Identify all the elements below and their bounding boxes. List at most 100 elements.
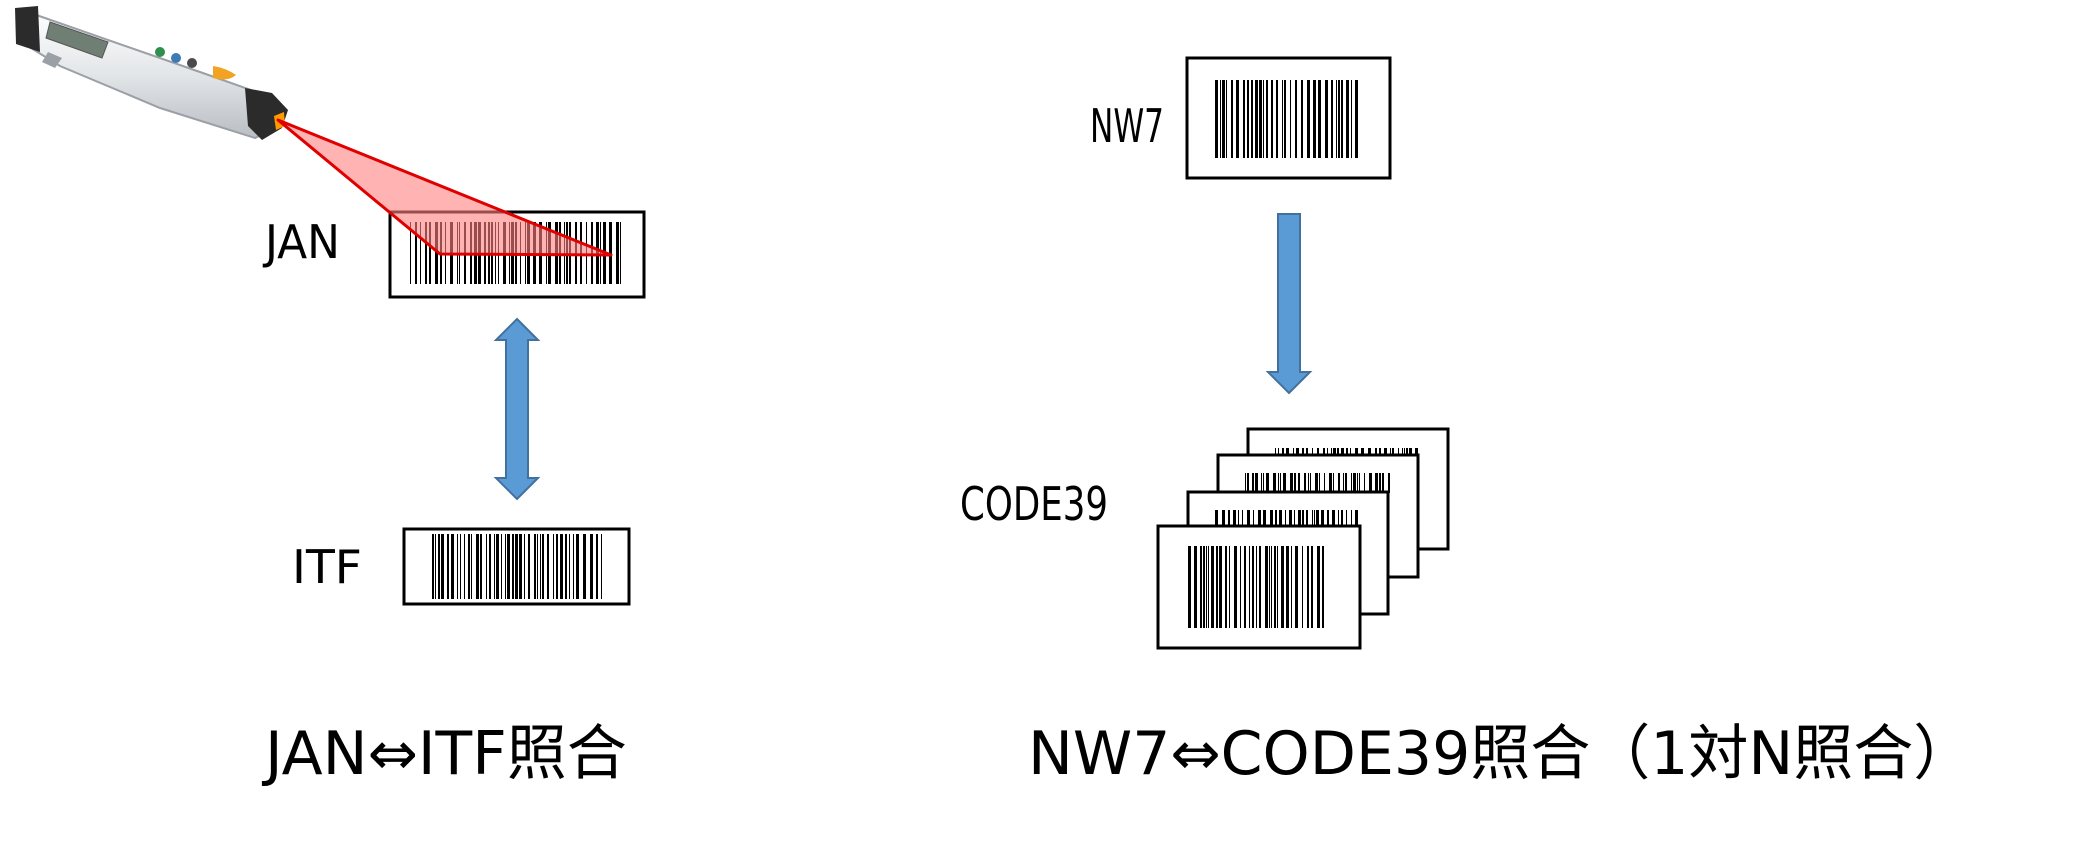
barcode-bar [1351,510,1352,528]
down-arrow-icon [1265,213,1313,395]
barcode-bar [460,534,461,599]
barcode-bar [609,222,612,284]
barcode-bar [1266,80,1268,158]
barcode-bar [1338,473,1340,493]
barcode-bar [1281,546,1284,628]
barcode-bar [1361,448,1364,456]
barcode-bar [1263,80,1264,158]
barcode-bar [1379,473,1381,493]
barcode-bar [432,534,434,599]
barcode-bar [1379,448,1381,456]
barcode-bar [464,534,465,599]
barcode-bar [1338,510,1339,528]
barcode-bar [534,534,536,599]
laser-beam [276,118,613,257]
barcode-bar [1263,473,1264,493]
barcode-bar [1245,473,1246,493]
barcode-bar [1251,80,1253,158]
barcode-bar [524,534,525,599]
barcode-bar [1346,448,1348,456]
barcode-bar [1271,546,1272,628]
barcode-bar [438,534,440,599]
barcode-bar [1316,510,1319,528]
barcode-bar [1278,473,1279,493]
barcode-bar [1322,546,1324,628]
barcode-bar [1255,80,1258,158]
barcode-bar [583,534,586,599]
barcode-bar [1294,510,1295,528]
barcode-bar [1294,473,1296,493]
barcode-bar [1317,448,1319,456]
barcode-bar [1388,473,1390,493]
jan-itf-caption: JAN⇔ITF照合 [265,719,627,789]
barcode-bar [1318,80,1321,158]
barcode-bar [494,534,495,599]
barcode-bar [1307,546,1309,628]
double-arrow-icon [493,317,541,501]
nw7-code39-caption: NW7⇔CODE39照合（1対N照合） [1028,719,1974,789]
nw7-label: NW7 [1090,99,1164,153]
barcode-bar [560,534,563,599]
barcode-bar [1409,448,1412,456]
barcode-bar [601,534,602,599]
barcode-bar [1280,473,1281,493]
barcode-bar [451,534,454,599]
barcode-bar [476,534,479,599]
barcode-bar [1333,473,1334,493]
barcode-bar [1364,473,1365,493]
barcode-bar [1215,80,1218,158]
barcode-bar [1285,510,1286,528]
barcode-bar [507,534,510,599]
barcode-bar [1252,473,1254,493]
barcode-bar [1325,80,1328,158]
barcode-bar [471,534,472,599]
barcode-bar [540,534,541,599]
barcode-bar [1302,448,1304,456]
barcode-bar [1332,510,1335,528]
barcode-bar [429,222,431,284]
barcode-bar [1222,510,1225,528]
barcode-bar [501,534,502,599]
barcode-bar [1338,80,1340,158]
barcode-bar [1290,473,1293,493]
barcode-bar [1259,546,1261,628]
code39-barcode-stack [1156,427,1450,650]
barcode-bar [1188,546,1191,628]
barcode-bar [1324,473,1325,493]
barcode-bar [569,534,570,599]
barcode-bar [512,534,514,599]
barcode-bar [547,534,549,599]
barcode-bar [1314,510,1315,528]
barcode-bar [1329,473,1332,493]
barcode-bar [515,534,518,599]
barcode-bar [1351,473,1352,493]
barcode-bar [1333,448,1336,456]
barcode-bar [1256,546,1257,628]
barcode-bar [1307,80,1310,158]
nw7-bars [1215,80,1358,158]
barcode-bar [1311,546,1313,628]
barcode-bar [553,534,554,599]
barcode-bar [573,534,574,599]
barcode-bar [1355,448,1358,456]
barcode-bar [1286,448,1289,456]
barcode-bar [1225,546,1227,628]
barcode-bar [1253,510,1254,528]
barcode-bar [1343,473,1344,493]
barcode-bar [1341,448,1344,456]
barcode-bar [1346,80,1349,158]
barcode-bar [1255,473,1258,493]
barcode-bar [576,534,579,599]
barcode-bar [1283,473,1286,493]
barcode-scanner-icon [15,6,288,140]
barcode-bar [1258,510,1261,528]
barcode-bar [1275,448,1276,456]
barcode-bar [1302,510,1304,528]
barcode-bar [556,534,558,599]
barcode-bar [447,534,449,599]
barcode-bar [1231,80,1233,158]
barcode-bar [1359,473,1360,493]
barcode-bar [457,534,458,599]
barcode-bar [1234,546,1237,628]
